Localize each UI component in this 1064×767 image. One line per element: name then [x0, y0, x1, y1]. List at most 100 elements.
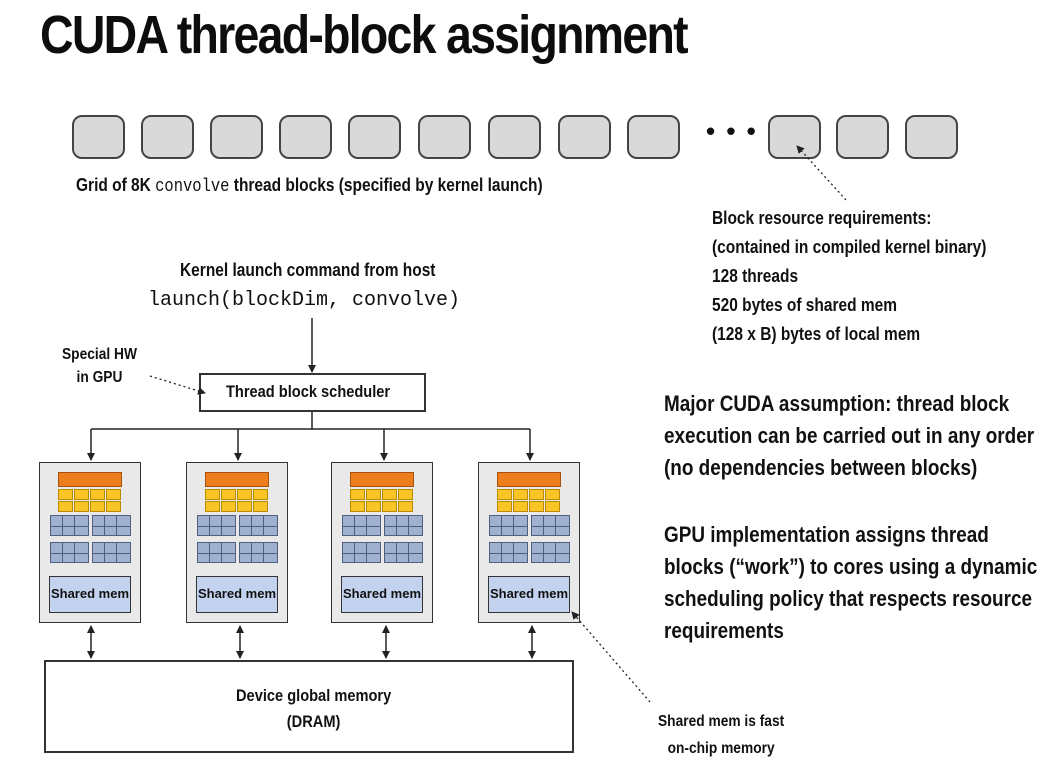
- thread-block: [279, 115, 332, 159]
- thread-block: [558, 115, 611, 159]
- alu-unit: [106, 489, 121, 500]
- grid-caption-code: convolve: [155, 177, 230, 197]
- alu-unit: [513, 501, 528, 512]
- execution-context: [239, 542, 278, 563]
- thread-block: [488, 115, 541, 159]
- special-hw-label: Special HW in GPU: [62, 343, 137, 389]
- execution-context: [384, 542, 423, 563]
- alu-unit: [221, 489, 236, 500]
- special-hw-line: in GPU: [76, 369, 123, 386]
- alu-unit: [58, 501, 73, 512]
- implementation-line: requirements: [664, 618, 784, 643]
- execution-context: [92, 515, 131, 536]
- fetch-decode-unit: [350, 472, 414, 487]
- assumption-line: Major CUDA assumption: thread block: [664, 391, 1010, 416]
- thread-block: [141, 115, 194, 159]
- execution-context: [50, 515, 89, 536]
- execution-context: [197, 515, 236, 536]
- grid-caption: Grid of 8K convolve thread blocks (speci…: [76, 175, 543, 197]
- alu-unit: [513, 489, 528, 500]
- alu-unit: [205, 501, 220, 512]
- kernel-launch-caption: Kernel launch command from host: [180, 260, 436, 280]
- alu-unit: [366, 501, 381, 512]
- alu-unit: [350, 489, 365, 500]
- thread-block: [72, 115, 125, 159]
- requirements-line: (128 x B) bytes of local mem: [712, 324, 921, 344]
- device-global-memory: [44, 660, 574, 753]
- grid-ellipsis: • • •: [706, 116, 758, 146]
- shared-mem-note: Shared mem is fast on-chip memory: [658, 708, 784, 762]
- implementation-line: scheduling policy that respects resource: [664, 586, 1033, 611]
- implementation-line: blocks (“work”) to cores using a dynamic: [664, 554, 1038, 579]
- alu-unit: [382, 489, 397, 500]
- alu-unit: [366, 489, 381, 500]
- execution-context: [489, 542, 528, 563]
- fetch-decode-unit: [205, 472, 269, 487]
- scheduler-label: Thread block scheduler: [226, 382, 391, 401]
- execution-context: [531, 515, 570, 536]
- execution-context: [489, 515, 528, 536]
- requirements-line: (contained in compiled kernel binary): [712, 237, 987, 257]
- gpu-core: Shared mem: [478, 462, 580, 623]
- requirements-line: 128 threads: [712, 266, 799, 286]
- shared-memory: Shared mem: [49, 576, 131, 613]
- alu-unit: [398, 501, 413, 512]
- special-hw-line: Special HW: [62, 346, 137, 363]
- alu-unit: [350, 501, 365, 512]
- alu-unit: [205, 489, 220, 500]
- alu-unit: [382, 501, 397, 512]
- alu-unit: [529, 501, 544, 512]
- alu-unit: [398, 489, 413, 500]
- thread-block: [836, 115, 889, 159]
- requirements-heading: Block resource requirements:: [712, 208, 932, 228]
- execution-context: [384, 515, 423, 536]
- shared-memory: Shared mem: [488, 576, 570, 613]
- execution-context: [531, 542, 570, 563]
- alu-unit: [58, 489, 73, 500]
- assumption-line: execution can be carried out in any orde…: [664, 423, 1035, 448]
- alu-unit: [90, 501, 105, 512]
- alu-unit: [106, 501, 121, 512]
- gpu-implementation-note: GPU implementation assigns thread blocks…: [664, 519, 1037, 647]
- gpu-core: Shared mem: [331, 462, 433, 623]
- thread-block: [627, 115, 680, 159]
- shared-note-line: on-chip memory: [667, 740, 775, 757]
- alu-unit: [497, 489, 512, 500]
- requirements-line: 520 bytes of shared mem: [712, 295, 897, 315]
- execution-context: [342, 542, 381, 563]
- alu-unit: [74, 489, 89, 500]
- grid-caption-prefix: Grid of 8K: [76, 175, 151, 195]
- shared-memory: Shared mem: [196, 576, 278, 613]
- block-requirements: Block resource requirements: (contained …: [712, 204, 986, 349]
- device-memory-line2: (DRAM): [286, 712, 341, 731]
- alu-unit: [237, 501, 252, 512]
- alu-unit: [529, 489, 544, 500]
- execution-context: [92, 542, 131, 563]
- alu-unit: [545, 501, 560, 512]
- alu-unit: [74, 501, 89, 512]
- thread-block: [905, 115, 958, 159]
- gpu-core: Shared mem: [186, 462, 288, 623]
- grid-caption-suffix: thread blocks (specified by kernel launc…: [233, 175, 543, 195]
- alu-unit: [237, 489, 252, 500]
- fetch-decode-unit: [497, 472, 561, 487]
- kernel-launch-code: launch(blockDim, convolve): [148, 289, 461, 312]
- thread-block: [418, 115, 471, 159]
- thread-block-scheduler: [199, 373, 426, 412]
- alu-unit: [545, 489, 560, 500]
- page-title: CUDA thread-block assignment: [40, 5, 689, 65]
- thread-block: [348, 115, 401, 159]
- device-memory-label: Device global memory (DRAM): [236, 683, 391, 735]
- shared-memory: Shared mem: [341, 576, 423, 613]
- assumption-line: (no dependencies between blocks): [664, 455, 978, 480]
- requirements-pointer: [796, 145, 847, 201]
- alu-unit: [497, 501, 512, 512]
- execution-context: [239, 515, 278, 536]
- thread-block-highlighted: [768, 115, 821, 159]
- shared-note-line: Shared mem is fast: [658, 713, 785, 730]
- alu-unit: [90, 489, 105, 500]
- execution-context: [342, 515, 381, 536]
- fetch-decode-unit: [58, 472, 122, 487]
- alu-unit: [221, 501, 236, 512]
